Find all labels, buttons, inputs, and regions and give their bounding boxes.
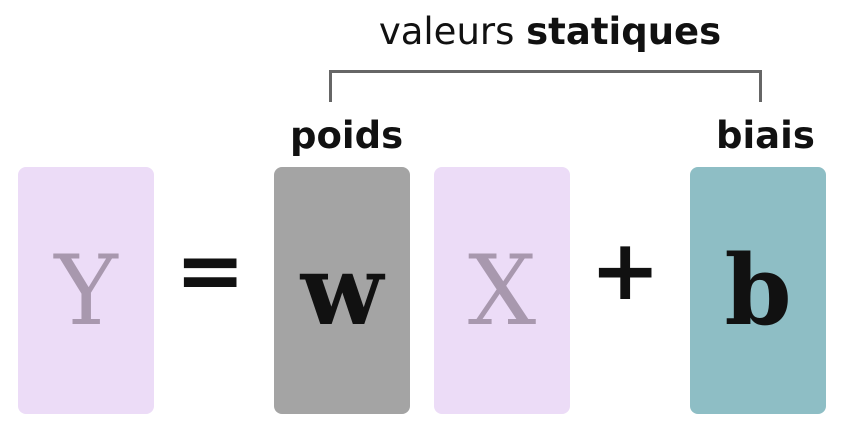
output-y-box: Y	[18, 167, 154, 414]
input-x-box: X	[434, 167, 570, 414]
output-y-symbol: Y	[54, 234, 118, 347]
title-bold: statiques	[526, 10, 722, 53]
static-values-bracket	[329, 70, 762, 102]
title-prefix: valeurs	[378, 10, 527, 53]
static-values-title: valeurs statiques	[330, 10, 770, 53]
bias-b-box: b	[690, 167, 826, 414]
weights-label: poids	[290, 114, 404, 157]
weight-w-box: w	[274, 167, 410, 414]
weight-w-symbol: w	[300, 234, 384, 347]
bias-b-symbol: b	[724, 234, 792, 347]
input-x-symbol: X	[467, 234, 537, 347]
plus-sign: +	[590, 221, 661, 319]
bias-label: biais	[716, 114, 815, 157]
equals-sign: =	[175, 221, 246, 319]
